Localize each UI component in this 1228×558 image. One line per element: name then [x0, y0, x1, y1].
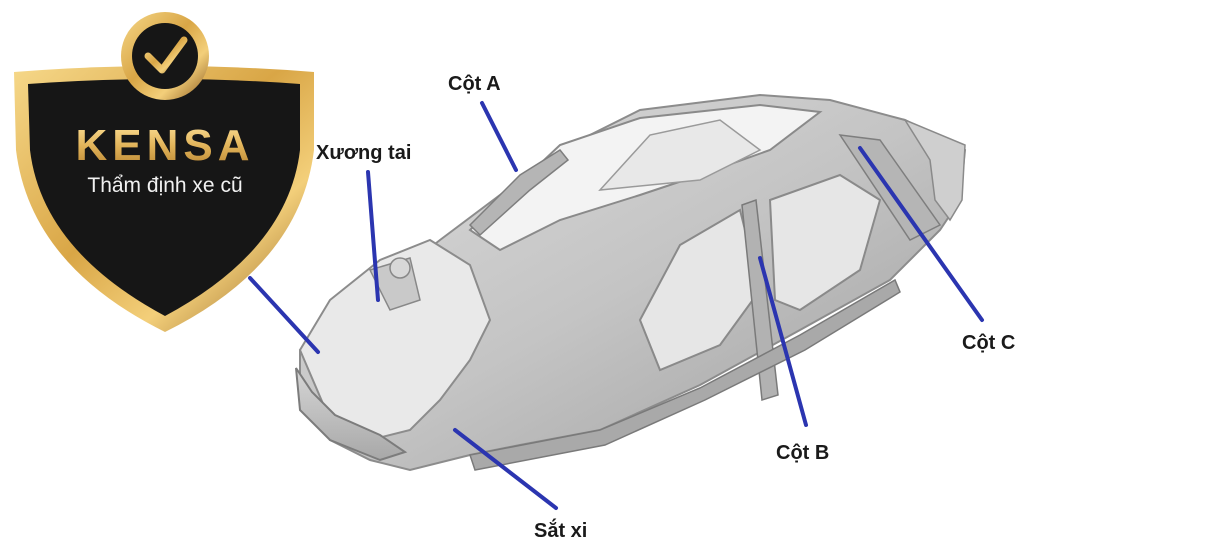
brand-tagline: Thẩm định xe cũ: [87, 174, 243, 197]
shield-icon: [14, 12, 314, 332]
rear-door-opening: [768, 173, 882, 312]
rocker-sill: [469, 278, 901, 471]
brand-name: KENSA: [0, 120, 330, 181]
c-pillar-label: Cột C: [962, 332, 1016, 354]
chassis-leader-line: [453, 428, 558, 510]
a-pillar-shape: [468, 149, 570, 237]
fender-apron-label: Xương tai: [316, 142, 412, 164]
strut-tower: [389, 257, 411, 279]
a-pillar-leader-line: [480, 101, 518, 172]
brand-name-text: KENSA: [75, 121, 254, 170]
brand-wordmark: KENSA: [75, 121, 254, 170]
badge-dark-center: [132, 23, 198, 89]
check-badge-icon: [144, 36, 188, 74]
fender-apron-leader-line: [366, 170, 380, 302]
chassis-label: Sắt xi: [534, 520, 588, 542]
rear-quarter: [903, 118, 966, 222]
shield-dark-fill: [28, 79, 300, 316]
c-pillar-leader-line: [858, 146, 984, 322]
a-pillar-label: Cột A: [448, 73, 501, 95]
logo-side-leader-line: [248, 276, 320, 354]
b-pillar-shape: [741, 198, 779, 401]
front-bumper-beam: [295, 367, 408, 462]
kensa-logo: KENSA Thẩm định xe cũ: [0, 0, 330, 340]
b-pillar-label: Cột B: [776, 442, 830, 464]
b-pillar-leader-line: [758, 256, 808, 427]
roof-panel-gap: [598, 119, 762, 191]
